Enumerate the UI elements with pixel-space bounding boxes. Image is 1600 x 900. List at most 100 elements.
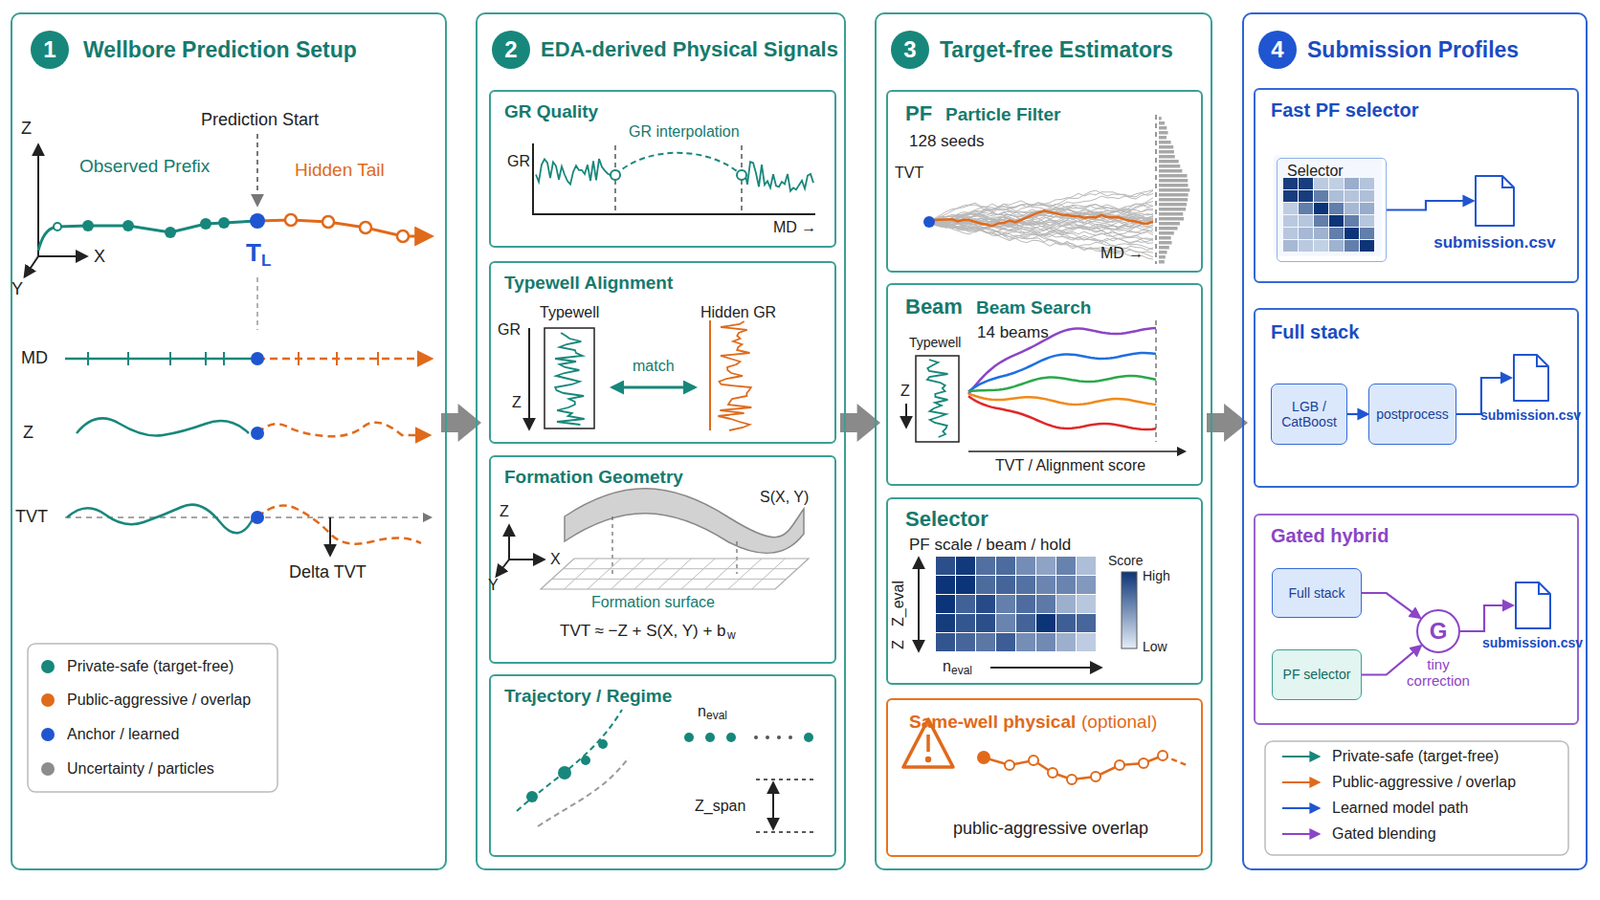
histogram-bar: [1158, 183, 1189, 188]
heat-cell: [955, 595, 976, 614]
file-name: submission.csv: [1480, 407, 1581, 423]
annotation-label: MD: [21, 348, 48, 369]
file-fold: [1502, 176, 1514, 188]
trajectory-dots: [526, 733, 814, 803]
heat-cell: [1313, 190, 1329, 202]
legend-text: Private-safe (target-free): [1332, 748, 1499, 766]
depth-arrow: [528, 328, 531, 429]
legend-swatch: [41, 762, 55, 777]
heat-cell: [996, 595, 1016, 614]
legend-text: Public-aggressive / overlap: [66, 691, 251, 710]
annotation-label: Z_span: [694, 798, 746, 816]
node-text: 128 seeds: [909, 132, 984, 152]
estimator-box: PFParticle Filter128 seeds: [886, 89, 1203, 273]
histogram-bar: [1158, 198, 1188, 202]
formation-grid: [540, 558, 809, 590]
file-icon: submission.csv: [1473, 353, 1588, 459]
gr-interpolation: [615, 153, 742, 176]
heat-cell: [955, 556, 976, 576]
flow-connector: [1386, 200, 1473, 211]
node-text: Wellbore Prediction Setup: [83, 37, 357, 63]
histogram-bar: [1158, 217, 1184, 222]
best-particle: [929, 210, 1154, 226]
node-text: public-aggressive overlap: [953, 819, 1149, 840]
node-text: 2: [504, 36, 517, 64]
annotation-label: Z_eval: [889, 580, 908, 627]
node-text: LGB / CatBoost: [1275, 399, 1343, 430]
panel: EDA-derived Physical Signals2GR QualityT…: [475, 12, 846, 871]
legend-swatch: [41, 693, 55, 708]
annotation-label: Typewell: [909, 334, 961, 351]
heat-cell: [1359, 177, 1375, 190]
heat-cell: [935, 595, 956, 614]
heat-cell: [1076, 614, 1096, 633]
trajectory: [516, 710, 623, 812]
beam: [968, 396, 1156, 430]
histogram-bar: [1158, 207, 1186, 212]
heat-cell: [1283, 202, 1298, 215]
annotation-label: eval: [951, 665, 973, 679]
annotation-label: GR interpolation: [628, 123, 740, 141]
node-text: Submission Profiles: [1307, 37, 1519, 63]
annotation-label: L: [261, 251, 271, 271]
tail-dots: [285, 214, 409, 243]
annotation-label: Z: [499, 503, 510, 521]
heat-cell: [1016, 556, 1036, 576]
heat-cell: [1016, 576, 1036, 595]
signal-box: Trajectory / Regime: [488, 674, 837, 858]
heat-cell: [1313, 240, 1329, 252]
annotation-label: Prediction Start: [200, 110, 319, 131]
heat-cell: [955, 633, 976, 652]
estimator-box: BeamBeam Search14 beams: [886, 283, 1203, 487]
histogram-bar: [1158, 255, 1166, 260]
overlap-point: [1138, 758, 1149, 769]
profile-box: Fast PF selectorSelectorsubmission.csv: [1253, 88, 1579, 284]
anchor-dot: [923, 216, 935, 228]
node-text: (optional): [1081, 711, 1157, 734]
legend-text: Learned model path: [1332, 800, 1468, 818]
heat-cell: [1344, 227, 1359, 240]
overlap-point: [1066, 775, 1077, 785]
histogram-bar: [1158, 222, 1180, 226]
histogram-bar: [1158, 231, 1175, 236]
axes: [24, 145, 87, 277]
particle: [929, 221, 1154, 240]
signal-box: Typewell Alignment: [488, 261, 837, 445]
z-eval-arrow: [917, 558, 920, 651]
histogram-bar: [1158, 140, 1172, 145]
heat-cell: [976, 576, 996, 595]
annotation-label: eval: [706, 710, 728, 724]
annotation-label: Hidden GR: [700, 304, 777, 322]
histogram-bar: [1158, 164, 1180, 169]
overlap-point: [1047, 768, 1058, 778]
anchor-dot: [249, 213, 266, 229]
heat-cell: [1076, 556, 1096, 576]
legend-box: [27, 644, 278, 793]
annotation-label: High: [1142, 568, 1171, 584]
selector-ground: [1273, 155, 1382, 257]
process-box: postprocess: [1368, 383, 1457, 445]
heat-cell: [935, 614, 956, 633]
heat-cell: [996, 576, 1016, 595]
heat-cell: [955, 576, 976, 595]
histogram-bar: [1158, 236, 1172, 241]
profile-box: Gated hybridFull stackPF selectorGtiny c…: [1253, 513, 1579, 726]
gate-circle: G: [1416, 609, 1461, 654]
legend-text: Private-safe (target-free): [66, 658, 234, 676]
heat-cell: [1313, 215, 1329, 227]
overlap-point: [1004, 760, 1015, 771]
heat-cell: [1056, 556, 1076, 576]
node-text: Full stack: [1270, 321, 1359, 344]
annotation-label: TVT: [894, 164, 924, 182]
gate-note: tiny correction: [1400, 656, 1477, 690]
flow-connector: [1460, 605, 1513, 632]
z-arrow: [905, 403, 908, 427]
heat-cell: [1359, 215, 1375, 227]
file-name: submission.csv: [1433, 233, 1556, 253]
gate-node: Gtiny correction: [1392, 609, 1485, 701]
annotation-label: Y: [11, 279, 23, 300]
heat-cell: [1359, 190, 1375, 202]
step-number: 1: [30, 30, 69, 69]
